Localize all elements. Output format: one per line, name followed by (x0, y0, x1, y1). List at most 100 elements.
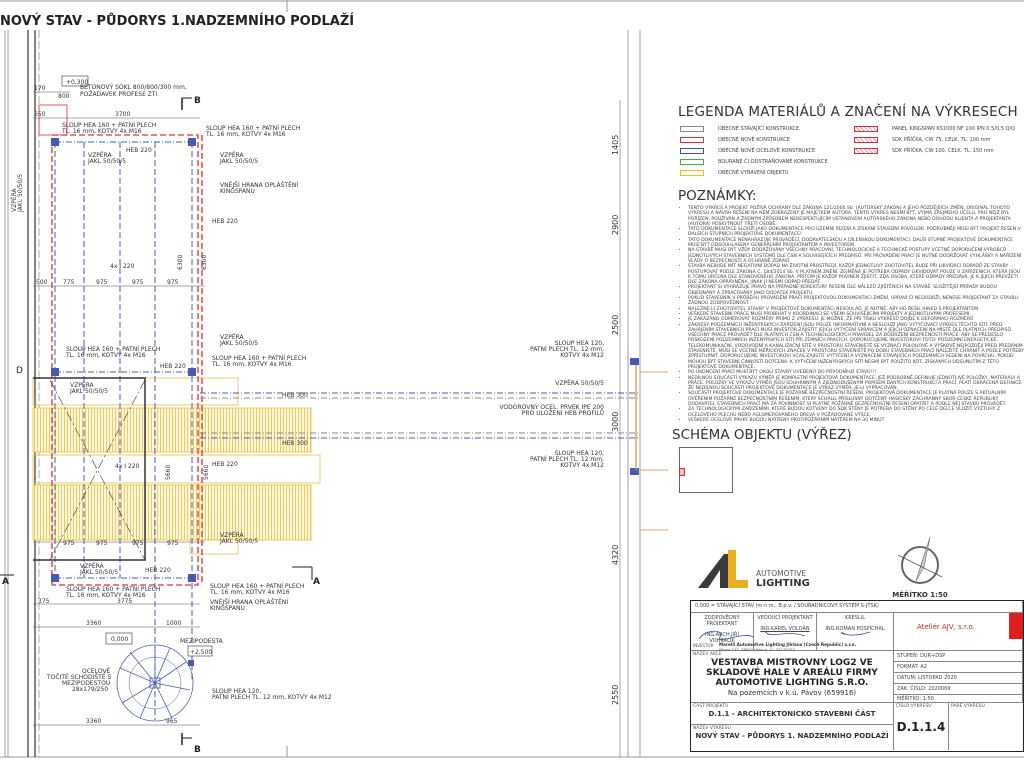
label: 975 (132, 540, 144, 547)
note-item: NALEZNE-LI ZHOTOVITEL STAVBY V PROJEKTOV… (688, 307, 1024, 312)
label: 965 (166, 718, 178, 725)
section-a-left: A (2, 577, 9, 587)
label: 975 (63, 540, 75, 547)
label: MEZIPODESTOU (62, 680, 110, 687)
legend-item: OBECNÉ NOVÉ KONSTRUKCE (680, 137, 790, 143)
label: TL. 16 mm, KOTVY 4x M16 (65, 352, 146, 359)
note-item: ZA TECHNOLOGICKÝMI ZAŘÍZENÍMI, KTERÉ BUD… (688, 407, 1024, 418)
label: 3700 (115, 111, 130, 118)
label: 975 (167, 540, 179, 547)
label: KRESLIL (844, 615, 866, 621)
label: ČÍSLO VÝKRESU (896, 704, 932, 709)
section-markers (0, 97, 313, 745)
label: PRO ULOŽENÍ HEB PROFILŮ (522, 409, 604, 417)
label: JAKL 50/50/5 (219, 158, 258, 165)
legend-item: OBECNÉ NOVÉ OCELOVÉ KONSTRUKCE (680, 148, 815, 154)
schema-diagram (679, 447, 733, 494)
label: NÁZEV VÝKRESU (693, 726, 731, 731)
label: HEB 220 (145, 567, 171, 574)
label: TL. 16 mm, KOTVY 4x M16 (209, 589, 290, 596)
legend-swatch (680, 126, 704, 132)
dim-2500: 2500 (611, 315, 620, 335)
label: JAKL 50/50/5 (69, 388, 108, 395)
legend-item: SDK PŘÍČKA, CW 75, CELK. TL. 100 mm (854, 137, 991, 143)
legend-swatch (680, 137, 704, 143)
level-markers: +0,300 0,000 +2,500 (61, 75, 212, 657)
label: NÁZEV AKCE (693, 652, 722, 657)
legend-swatch (680, 148, 704, 154)
label: BETONOVÝ SOKL 800/800/300 mm, (80, 84, 187, 91)
dim-1405: 1405 (611, 135, 620, 155)
label: OBECNÉ NOVÉ KONSTRUKCE (718, 137, 790, 143)
note-item: TATO DOKUMENTACE NENAHRAZUJE PROVÁDĚCÍ, … (688, 238, 1024, 249)
label: VZPĚRA (70, 381, 95, 389)
legend-swatch (680, 170, 704, 176)
note-item: POKUD STAVEBNÍK V PRŮBĚHU PROVÁDĚNÍ PRAC… (688, 296, 1024, 307)
scale-label: MĚŘÍTKO 1:50 (892, 591, 948, 599)
label: 975 (167, 279, 179, 286)
label: PATNÍ PLECH TL. 12 mm, (530, 456, 604, 463)
section-b-top: B (194, 96, 201, 106)
label: PATNÍ PLECH TL. 12 mm, KOTVY 4x M12 (212, 694, 332, 701)
label: POŽADAVEK PROFESE ZTI (80, 90, 158, 98)
note-item: VEŠKERÉ STAVEBNÍ PRÁCE MUSÍ PROBÍHAT V K… (688, 312, 1024, 317)
label: TL. 16 mm, KOTVY 4x M16 (205, 131, 286, 138)
label: ZODPOVĚDNÝ PROJEKTANT (704, 615, 740, 627)
label: HEB 300 (282, 392, 308, 399)
label: 975 (96, 540, 108, 547)
label: VZPĚRA (10, 187, 18, 212)
legend-swatch (854, 137, 878, 143)
spiral-staircase (116, 644, 194, 722)
label: SLOUP HEA 120, (555, 340, 604, 347)
label: SLOUP HEA 120, (212, 688, 261, 695)
label: ING.ROMAN POSPÍCHAL (825, 626, 885, 632)
legend-item: SDK PŘÍČKA, CW 100, CELK. TL. 150 mm (854, 148, 994, 154)
dim-4320: 4320 (611, 545, 620, 565)
label: SLOUP HEA 160 + PATNÍ PLECH (210, 583, 304, 590)
label: JAKL 50/50/5 (79, 569, 118, 576)
label: LIGHTING (756, 578, 810, 589)
label: 775 (63, 279, 75, 286)
notes-title: POZNÁMKY: (678, 188, 757, 204)
existing-wall (4, 30, 40, 757)
label: PATNÍ PLECH TL. 12 mm, (530, 346, 604, 353)
dim-2550: 2550 (611, 685, 620, 705)
note-item: JE ZAKÁZÁNO ODMĚŘOVAT ROZMĚRY PŘÍMO Z VÝ… (688, 317, 1024, 322)
label: 5660 (165, 465, 172, 480)
label: SLOUP HEA 160 + PATNÍ PLECH (62, 122, 156, 129)
label: MEZIPODESTA (180, 638, 224, 645)
label: AUTOMOTIVE (756, 569, 806, 578)
company-name: Ateliér AJV, s.r.o. (917, 623, 975, 631)
label: KOTVY 4x M12 (560, 462, 604, 469)
legend-swatch (854, 148, 878, 154)
label: SDK PŘÍČKA, CW 100, CELK. TL. 150 mm (892, 148, 994, 154)
label: 975 (132, 279, 144, 286)
north-arrow-icon (897, 536, 943, 584)
legend-list: OBECNÉ STÁVAJÍCÍ KONSTRUKCE OBECNÉ NOVÉ … (678, 126, 1024, 186)
label: 375 (38, 598, 50, 605)
label: VZPĚRA (220, 531, 245, 539)
label: 4x I 220 (110, 263, 135, 270)
label: SLOUP HEA 160 + PATNÍ PLECH (212, 355, 306, 362)
label: KINGSPANU (210, 605, 245, 612)
label: HEB 220 (212, 461, 238, 468)
label: ČÁST PROJEKTU (693, 704, 729, 709)
note-item: ZÁKRESY PODZEMNÍCH INŽENÝRSKÝCH ZAŘÍZENÍ… (688, 323, 1024, 371)
label: PARÉ VÝKRESU (951, 704, 985, 709)
label: 500 (36, 279, 48, 286)
company-logo (1009, 613, 1023, 639)
schema-highlight (679, 468, 685, 477)
new-construction-outline (38, 104, 203, 586)
label: VZPĚRA 50/50/5 (555, 379, 604, 387)
label: JAKL 50/50/5 (87, 158, 126, 165)
note-item: VEŠKERÉ OCELOVÉ PRVKY BUDOU NATŘENY PROT… (688, 418, 1024, 423)
drawing-title: NOVÝ STAV - PŮDORYS 1.NADZEMNÍHO PODLAŽÍ (0, 13, 354, 29)
label: OBECNÉ NOVÉ OCELOVÉ KONSTRUKCE (718, 148, 816, 154)
label: VZPĚRA (220, 333, 245, 341)
legend-item: OBECNÉ STÁVAJÍCÍ KONSTRUKCE (680, 126, 799, 132)
level-top: +0,300 (66, 79, 88, 86)
label: JAKL 50/50/5 (219, 340, 258, 347)
label: OBECNÉ STÁVAJÍCÍ KONSTRUKCE (718, 126, 800, 132)
label: MĚŘÍTKO: 1:50 (894, 695, 1023, 703)
label: 3360 (86, 620, 101, 627)
